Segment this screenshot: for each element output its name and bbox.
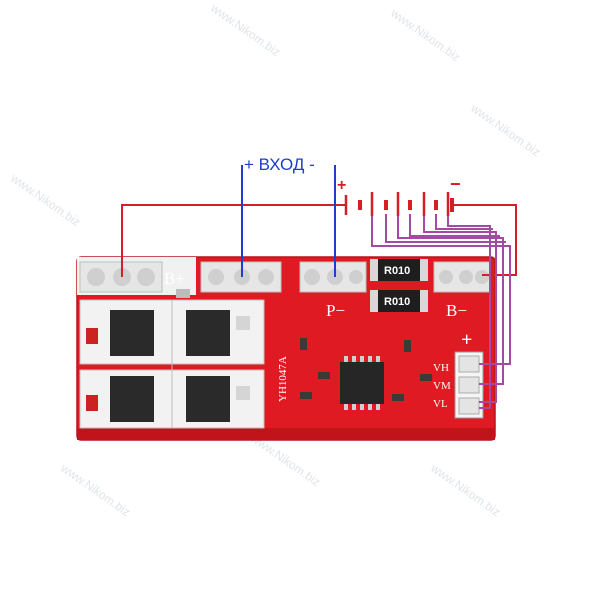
watermark-text: www.Nikom.biz [427,460,502,519]
shunt-resistor [370,259,428,281]
mosfet-chip [110,310,154,356]
mosfet-chip [186,310,230,356]
resistor-marking: R010 [384,265,410,277]
resistor-cap-left [370,259,378,281]
small-component [86,328,98,344]
wire-balance-plus [371,208,511,365]
solder-pad [459,270,473,284]
solder-pad [304,269,320,285]
solder-pad [349,270,363,284]
watermark-text: www.Nikom.biz [207,0,282,59]
wire-balance-vl [447,214,491,409]
wire-balance-aux [409,214,500,237]
watermark-text: www.Nikom.biz [467,100,542,159]
watermark-text: www.Nikom.biz [387,5,462,64]
control-ic [340,362,384,404]
solder-pad [208,269,224,285]
solder-pad [439,270,453,284]
solder-pad [137,268,155,286]
b-plus-label: B+ [164,269,185,288]
wiring [121,165,517,409]
small-component [86,395,98,411]
wire-b-minus [452,204,517,276]
connector-plus-label: + [461,329,472,351]
p-minus-label: P− [326,301,345,320]
battery-symbol [344,192,454,216]
vh-label: VH [433,362,449,374]
smd-components [176,289,432,401]
solder-pad [475,270,489,284]
connector-pin [458,355,480,373]
battery-plus-label: + [337,177,346,194]
mosfet-tab [236,386,250,400]
wire-balance-aux [435,214,493,230]
solder-pad [87,268,105,286]
solder-pad [258,269,274,285]
pcb-bottom-strip [77,428,495,440]
mosfet-chip [110,376,154,422]
resistor-cap-left [370,290,378,312]
wire-b-plus [121,204,346,277]
shunt-resistor [370,290,428,312]
mosfet-tab [236,316,250,330]
mosfet-chip [186,376,230,422]
watermark-text: www.Nikom.biz [57,460,132,519]
wire-balance-aux [385,214,506,243]
resistor-marking: R010 [384,296,410,308]
resistor-cap-right [420,290,428,312]
pcb-board: B+ P+ P− B− R010 R010 [76,256,496,441]
connector-pin [458,397,480,415]
b-minus-label: B− [446,301,467,320]
resistor-cap-right [420,259,428,281]
input-label: + ВХОД - [244,155,315,174]
connector-pin [458,376,480,394]
watermark-text: www.Nikom.biz [7,170,82,229]
model-text: YH1047A [277,356,289,402]
battery-minus-label: − [450,174,461,194]
vm-label: VM [433,380,451,392]
vl-label: VL [433,398,448,410]
ic-pins [344,356,380,410]
